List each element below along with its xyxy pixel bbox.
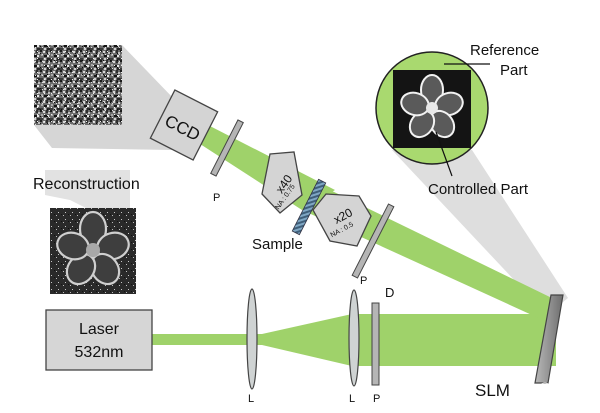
reference-part-label-line2: Part	[500, 62, 528, 79]
polarizer-bottom	[371, 302, 380, 386]
polarizer-top-label: P	[213, 192, 220, 204]
ccd-camera	[149, 89, 219, 161]
aperture-label: D	[385, 285, 394, 300]
lens-1	[246, 288, 258, 390]
slm-projection	[392, 150, 568, 315]
reference-part-label-line1: Reference	[470, 42, 539, 59]
target-flower	[400, 74, 464, 139]
polarizer-middle-label: P	[360, 275, 367, 287]
controlled-pointer	[435, 131, 453, 177]
lens-2-label: L	[349, 393, 355, 405]
controlled-part-label: Controlled Part	[428, 181, 529, 198]
lens-1-label: L	[248, 393, 254, 405]
speckle-image-overlay	[34, 45, 122, 125]
reconstruction-projection	[34, 45, 175, 150]
sample-label: Sample	[252, 236, 303, 253]
laser-label-line2: 532nm	[75, 344, 124, 361]
reconstruction-lower-projection	[45, 170, 130, 210]
slm-label: SLM	[475, 381, 510, 400]
reconstructed-flower	[56, 210, 130, 286]
watermark: 知乎 @郭震廷	[508, 380, 590, 395]
lens-2	[348, 289, 360, 387]
polarizer-bottom-label: P	[373, 393, 380, 405]
objective-x40	[261, 151, 303, 214]
polarizer-top	[210, 119, 244, 177]
beam-laser-to-lens	[152, 334, 252, 345]
slm-mirror	[534, 294, 564, 384]
laser-label-line1: Laser	[79, 321, 120, 338]
reconstruction-label: Reconstruction	[33, 176, 140, 193]
polarizer-middle	[351, 203, 395, 279]
beam-collimated	[360, 314, 556, 366]
laser-source	[45, 309, 153, 371]
objective-x20	[312, 193, 372, 247]
beam-expanding	[252, 314, 360, 366]
sample-slide	[291, 178, 327, 236]
